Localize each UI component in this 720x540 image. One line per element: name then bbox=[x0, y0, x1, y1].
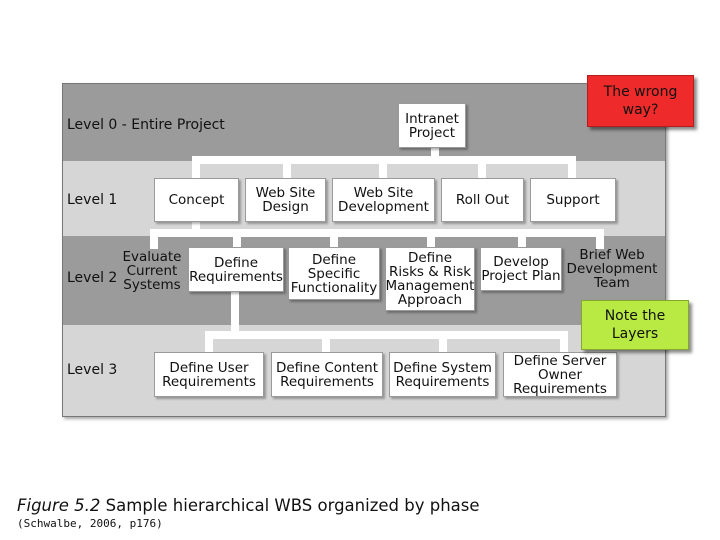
level-3-label: Level 3 bbox=[67, 362, 118, 378]
connector-concept-down bbox=[192, 220, 200, 234]
connector-concept-drop bbox=[192, 156, 200, 180]
connector-l2-1 bbox=[150, 229, 158, 249]
figure-caption: Figure 5.2 Sample hierarchical WBS organ… bbox=[17, 496, 480, 515]
connector-support-drop bbox=[568, 156, 576, 180]
node-brief-web-development-team: Brief Web Development Team bbox=[566, 247, 658, 291]
node-define-specific-functionality: Define Specific Functionality bbox=[288, 247, 380, 300]
node-define-system-requirements: Define System Requirements bbox=[389, 352, 496, 397]
figure-number: Figure 5.2 bbox=[17, 496, 101, 515]
level0-band bbox=[63, 84, 665, 161]
connector-l2-4 bbox=[427, 229, 435, 249]
node-web-site-design: Web Site Design bbox=[245, 178, 326, 222]
connector-l3-2 bbox=[322, 331, 330, 353]
connector-l3-4 bbox=[560, 331, 568, 353]
node-intranet-project: Intranet Project bbox=[398, 103, 466, 148]
connector-l2-3 bbox=[330, 229, 338, 249]
connector-l3-1 bbox=[205, 331, 213, 353]
connector-level3-bus bbox=[205, 331, 568, 339]
level-0-label: Level 0 - Entire Project bbox=[67, 117, 225, 133]
node-define-server-owner-requirements: Define Server Owner Requirements bbox=[503, 352, 617, 397]
level-1-label: Level 1 bbox=[67, 192, 118, 208]
connector-rollout-drop bbox=[478, 156, 486, 180]
node-define-user-requirements: Define User Requirements bbox=[154, 352, 264, 397]
connector-requirements-down bbox=[231, 290, 239, 335]
node-support: Support bbox=[530, 178, 616, 222]
connector-design-drop bbox=[283, 156, 291, 180]
connector-l2-6 bbox=[596, 229, 604, 249]
node-concept: Concept bbox=[154, 178, 239, 222]
connector-development-drop bbox=[379, 156, 387, 180]
callout-wrong-way: The wrong way? bbox=[587, 75, 694, 127]
connector-l3-3 bbox=[439, 331, 447, 353]
node-roll-out: Roll Out bbox=[441, 178, 524, 222]
level-2-label: Level 2 bbox=[67, 270, 118, 286]
node-web-site-development: Web Site Development bbox=[332, 178, 435, 222]
connector-l2-2 bbox=[233, 229, 241, 249]
node-develop-project-plan: Develop Project Plan bbox=[480, 247, 562, 291]
connector-root-down bbox=[431, 146, 439, 160]
callout-note-layers: Note the Layers bbox=[581, 300, 689, 350]
node-define-risks-management: Define Risks & Risk Management Approach bbox=[385, 247, 475, 311]
citation: (Schwalbe, 2006, p176) bbox=[17, 517, 163, 530]
figure-caption-text: Sample hierarchical WBS organized by pha… bbox=[100, 496, 480, 515]
connector-l2-5 bbox=[518, 229, 526, 249]
node-define-content-requirements: Define Content Requirements bbox=[271, 352, 383, 397]
wbs-diagram-frame bbox=[62, 83, 666, 417]
connector-level2-bus bbox=[150, 229, 604, 237]
node-define-requirements: Define Requirements bbox=[188, 247, 284, 292]
node-evaluate-current-systems: Evaluate Current Systems bbox=[122, 249, 182, 293]
